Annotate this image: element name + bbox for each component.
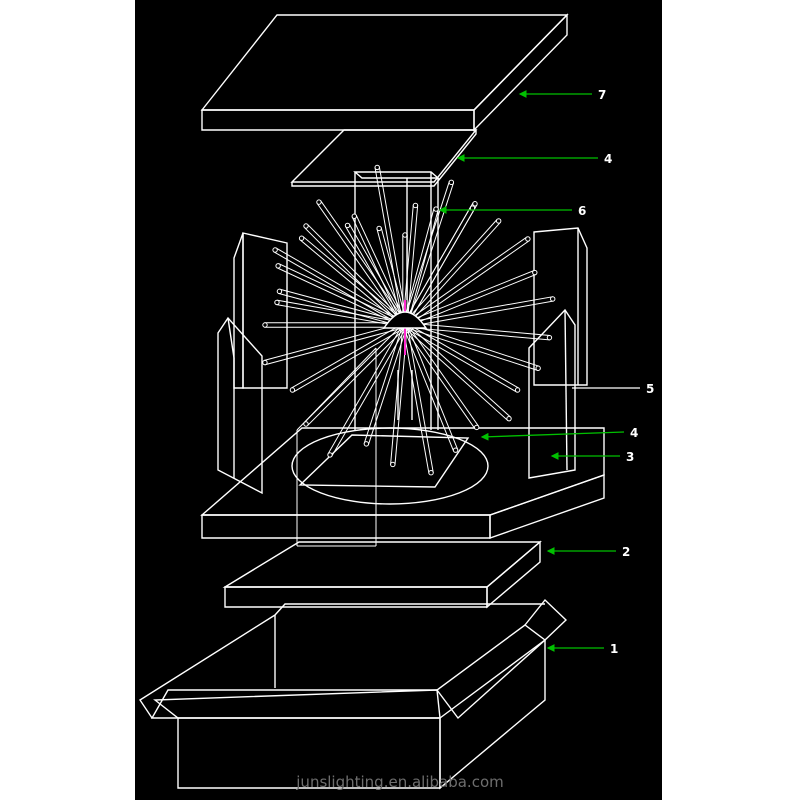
chandelier-arm xyxy=(402,181,455,327)
callout-label-4-top: 4 xyxy=(604,152,612,166)
callout-2: 2 xyxy=(546,545,630,559)
corner-foam-post-right xyxy=(528,227,588,479)
chandelier-bulb xyxy=(525,236,531,242)
chandelier-bulb xyxy=(550,296,556,302)
callout-label-2: 2 xyxy=(622,545,630,559)
chandelier-bulb xyxy=(289,387,296,393)
chandelier-arm xyxy=(403,322,520,393)
bottom-foam-board xyxy=(222,540,542,609)
chandelier-bulb xyxy=(303,223,309,229)
chandelier-bulb xyxy=(514,387,521,393)
chandelier-bulb xyxy=(535,365,541,371)
corner-foam-post-left xyxy=(217,232,288,495)
chandelier-bulb xyxy=(472,201,478,207)
chandelier-bulb xyxy=(298,235,305,241)
chandelier-bulb xyxy=(506,415,512,422)
carton-box xyxy=(139,598,568,790)
chandelier-bulb xyxy=(412,202,419,209)
chandelier-bulb xyxy=(448,179,455,186)
chandelier-bulb xyxy=(363,441,370,447)
callout-7: 7 xyxy=(518,88,606,102)
chandelier-bulb xyxy=(546,334,553,341)
chandelier-bulb xyxy=(316,199,322,205)
chandelier-bulb xyxy=(433,206,439,212)
chandelier-bulb xyxy=(262,322,268,328)
chandelier-bulb xyxy=(473,424,480,431)
callout-5: 5 xyxy=(572,382,654,396)
chandelier-bulb xyxy=(452,447,459,453)
chandelier-arm xyxy=(402,322,512,422)
chandelier-bulb xyxy=(495,218,502,224)
chandelier-bulb xyxy=(351,213,357,219)
chandelier-arm xyxy=(402,206,476,327)
callout-6: 6 xyxy=(438,204,586,218)
chandelier-bulb xyxy=(303,421,309,427)
chandelier-bulb xyxy=(262,359,268,366)
chandelier-bulb xyxy=(374,164,380,171)
chandelier-arm xyxy=(402,218,502,328)
callout-label-5: 5 xyxy=(646,382,654,396)
callout-leaders: 7 4 6 5 4 3 2 xyxy=(438,88,654,656)
chandelier-bulb xyxy=(327,452,333,458)
chandelier-bulb xyxy=(390,461,396,468)
chandelier-arm xyxy=(402,201,478,327)
chandelier-bulb xyxy=(428,470,434,476)
chandelier-arm xyxy=(403,269,537,328)
top-lid xyxy=(200,13,569,132)
chandelier-bulb xyxy=(532,269,538,276)
watermark-text: junslighting.en.alibaba.com xyxy=(295,773,503,791)
chandelier-bulb xyxy=(274,299,280,306)
chandelier-arm xyxy=(263,322,407,366)
callout-label-1: 1 xyxy=(610,642,618,656)
callout-label-7: 7 xyxy=(598,88,606,102)
callout-4-top: 4 xyxy=(456,152,612,166)
callout-4-bottom: 4 xyxy=(480,426,638,441)
chandelier-bulb xyxy=(344,222,351,229)
sputnik-chandelier xyxy=(262,164,556,476)
chandelier-bulb xyxy=(275,263,281,269)
chandelier-bulb xyxy=(276,288,283,295)
callout-label-3: 3 xyxy=(626,450,634,464)
top-foam-sheet xyxy=(290,129,478,187)
chandelier-arm xyxy=(404,322,551,341)
chandelier-bulb xyxy=(376,225,382,232)
chandelier-bulb xyxy=(272,247,278,253)
callout-label-4-bottom: 4 xyxy=(630,426,638,440)
chandelier-arm xyxy=(403,322,540,371)
chandelier-arm xyxy=(402,323,459,452)
callout-1: 1 xyxy=(546,642,618,656)
callout-3: 3 xyxy=(550,450,634,464)
callout-label-6: 6 xyxy=(578,204,586,218)
chandelier-hub xyxy=(382,311,428,329)
